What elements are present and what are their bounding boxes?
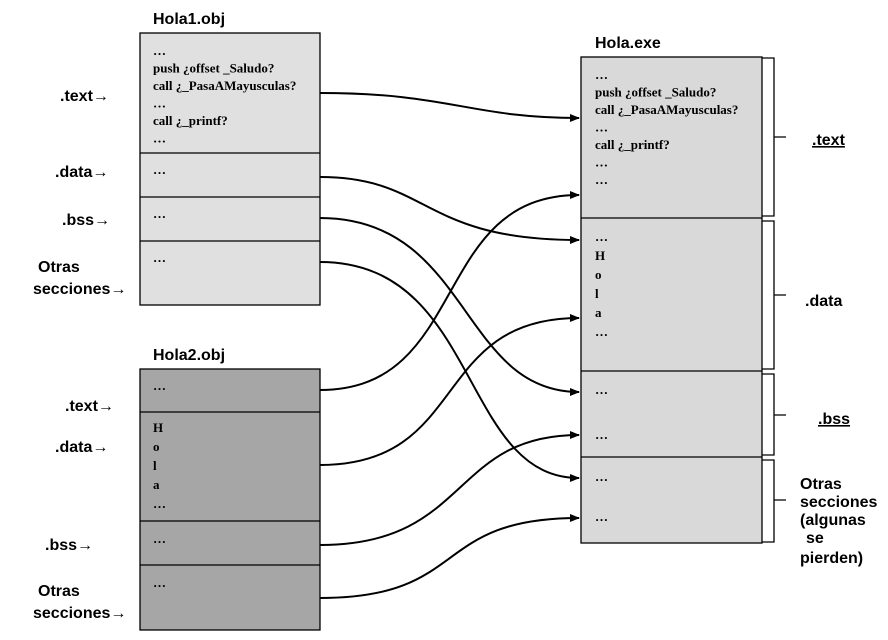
code-line: … bbox=[153, 378, 166, 393]
code-line: a bbox=[153, 477, 160, 492]
code-line: … bbox=[595, 382, 608, 397]
code-line: l bbox=[153, 458, 157, 473]
code-line: push ¿offset _Saludo? bbox=[153, 61, 274, 76]
code-line: … bbox=[595, 469, 608, 484]
arrow-hola1-data bbox=[319, 176, 580, 244]
code-line: H bbox=[595, 248, 605, 263]
bracket-text bbox=[762, 57, 786, 217]
hola2-label-secciones: secciones→ bbox=[33, 605, 126, 622]
hola1-title: Hola1.obj bbox=[153, 11, 225, 28]
code-line: … bbox=[153, 575, 166, 590]
hola2-label-data: .data→ bbox=[55, 439, 108, 456]
hola1-bss-section: … bbox=[153, 206, 166, 221]
link-arrows bbox=[319, 92, 580, 599]
code-line: H bbox=[153, 420, 163, 435]
otras-line: (algunas bbox=[800, 512, 866, 529]
exe-label-data: .data bbox=[805, 293, 842, 310]
code-line: o bbox=[595, 267, 602, 282]
code-line: … bbox=[595, 324, 608, 339]
code-line: call ¿_printf? bbox=[153, 113, 228, 128]
code-line: … bbox=[595, 172, 608, 187]
hola2-label-otras: Otras bbox=[38, 583, 80, 600]
exe-text-section: … push ¿offset _Saludo?call ¿_PasaAMayusc… bbox=[595, 67, 738, 187]
code-line: … bbox=[153, 250, 166, 265]
hola2-label-bss: .bss→ bbox=[45, 537, 93, 554]
code-line: … bbox=[595, 120, 608, 135]
code-line: … bbox=[153, 131, 166, 146]
hola2-box bbox=[139, 368, 321, 631]
bracket-otras bbox=[762, 459, 786, 543]
code-line: … bbox=[153, 206, 166, 221]
exe-label-otras: Otras secciones (algunas se pierden) bbox=[800, 476, 877, 567]
hola1-data-section: … bbox=[153, 162, 166, 177]
hola2-label-text: .text→ bbox=[65, 398, 114, 415]
exe-label-bss: .bss bbox=[818, 411, 850, 428]
otras-line: se bbox=[806, 530, 824, 547]
code-line: … bbox=[595, 509, 608, 524]
exe-box bbox=[580, 56, 763, 544]
code-line: … bbox=[595, 67, 608, 82]
exe-label-text: .text bbox=[812, 132, 846, 149]
otras-line: pierden) bbox=[800, 550, 863, 567]
exe-data-section: … Hola … bbox=[595, 229, 608, 339]
code-line: … bbox=[595, 155, 608, 170]
code-line: … bbox=[153, 162, 166, 177]
hola1-text-section: … push ¿offset _Saludo?call ¿_PasaAMayusc… bbox=[153, 43, 296, 146]
exe-section-brackets bbox=[762, 57, 786, 543]
hola2-otras-section: … bbox=[153, 575, 166, 590]
code-line: a bbox=[595, 305, 602, 320]
code-line: call ¿_printf? bbox=[595, 137, 670, 152]
hola1-label-secciones: secciones→ bbox=[33, 281, 126, 298]
code-line: … bbox=[153, 531, 166, 546]
arrow-hola1-text bbox=[319, 92, 580, 122]
code-line: call ¿_PasaAMayusculas? bbox=[595, 102, 738, 117]
code-line: call ¿_PasaAMayusculas? bbox=[153, 78, 296, 93]
code-line: o bbox=[153, 439, 160, 454]
hola2-title: Hola2.obj bbox=[153, 347, 225, 364]
arrow-hola2-otras bbox=[319, 514, 580, 599]
code-line: l bbox=[595, 286, 599, 301]
code-line: … bbox=[153, 43, 166, 58]
exe-title: Hola.exe bbox=[595, 35, 661, 52]
code-line: … bbox=[153, 96, 166, 111]
code-line: push ¿offset _Saludo? bbox=[595, 85, 716, 100]
exe-otras-section: …… bbox=[595, 469, 608, 524]
bracket-data bbox=[762, 220, 786, 370]
hola2-text-section: … bbox=[153, 378, 166, 393]
arrow-hola2-bss bbox=[319, 431, 580, 546]
hola1-label-otras: Otras bbox=[38, 259, 80, 276]
hola1-label-text: .text→ bbox=[60, 88, 109, 105]
hola1-label-bss: .bss→ bbox=[62, 212, 110, 229]
bracket-bss bbox=[762, 373, 786, 456]
arrow-hola1-otras bbox=[319, 261, 580, 482]
hola1-label-data: .data→ bbox=[55, 164, 108, 181]
hola1-box bbox=[139, 32, 321, 306]
hola2-bss-section: … bbox=[153, 531, 166, 546]
otras-line: secciones bbox=[800, 494, 877, 511]
hola2-data-section: Hola … bbox=[153, 420, 166, 511]
code-line: … bbox=[153, 496, 166, 511]
arrow-hola2-data bbox=[319, 314, 580, 466]
arrow-hola2-text bbox=[319, 191, 580, 391]
code-line: … bbox=[595, 229, 608, 244]
arrow-hola1-bss bbox=[319, 217, 580, 396]
otras-line: Otras bbox=[800, 476, 842, 493]
code-line: … bbox=[595, 427, 608, 442]
hola1-otras-section: … bbox=[153, 250, 166, 265]
exe-bss-section: …… bbox=[595, 382, 608, 442]
